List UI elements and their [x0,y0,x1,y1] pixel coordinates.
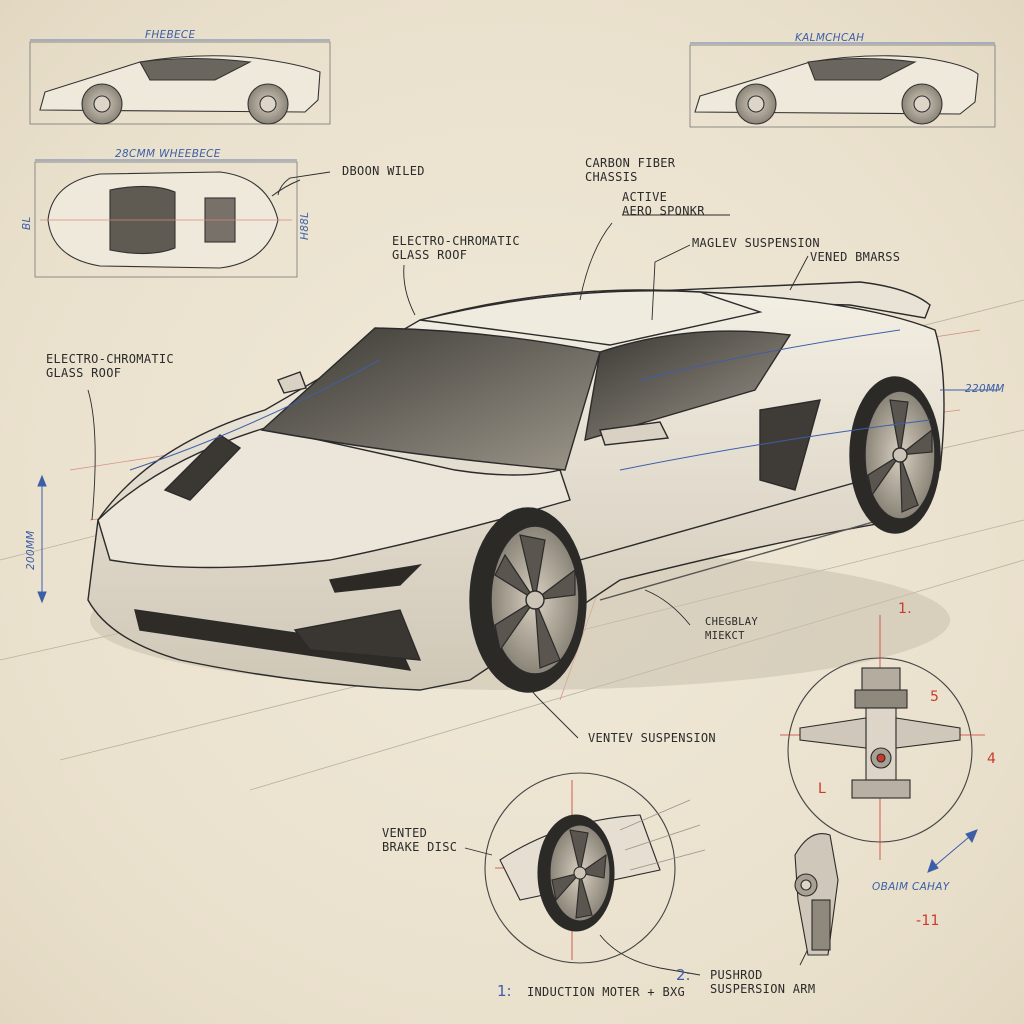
roof-upper-line1: ELECTRO-CHROMATIC [392,234,520,248]
roof-left-line1: ELECTRO-CHROMATIC [46,352,174,366]
rear-wheel-spokes [867,399,933,513]
height-dimension-label: 200MM [25,530,37,570]
pushrod-line1: PUSHROD [710,968,763,982]
detail-pushrod-arm [794,833,839,956]
marker-n1: 1: [497,982,512,1000]
vented-brake-callout: VENTED BRAKE DISC [382,826,457,854]
detail-marker-11: -11 [916,913,940,929]
side-view-right [689,42,996,128]
detail-marker-5: 5 [930,689,940,705]
detail-marker-4: 4 [987,751,997,767]
active-aero-line2: AERO SPONKR [622,204,705,218]
pushrod-line2: SUSPERSION ARM [710,982,816,996]
marker-n2: 2: [676,966,691,984]
top-view-side-a: BL [21,216,33,230]
vented-suspension-callout: VENTEV SUSPENSION [588,731,716,745]
active-aero-callout: ACTIVE AERO SPONKR [622,190,705,218]
vented-rear-callout: VENED BMARSS [810,250,901,264]
side-view-left-label: FHEBECE [145,29,196,41]
roof-upper-line2: GLASS ROOF [392,248,468,262]
roof-upper-callout: ELECTRO-CHROMATIC GLASS ROOF [392,234,520,262]
detail-suspension-upright [780,615,985,860]
active-aero-line1: ACTIVE [622,190,668,204]
maglev-callout: MAGLEV SUSPENSION [692,236,820,250]
leader-lines [87,171,811,976]
roof-left-line2: GLASS ROOF [46,366,122,380]
carbon-fiber-line1: CARBON FIBER [585,156,676,170]
rear-dimension-label: 220MM [965,383,1005,395]
detail-marker-1: 1. [898,601,912,617]
dimension-arrows [37,389,1000,873]
top-view [34,159,301,278]
induction-motor-callout: INDUCTION MOTER + BXG [527,985,686,999]
detail-wheel [484,772,706,964]
top-view-wheelbase-label: 28CMM WHEEBECE [115,148,221,160]
side-view-left [29,39,331,125]
main-car-perspective [87,281,950,693]
chegbay-line1: CHEGBLAY [705,616,758,628]
chegbay-line2: MIEKCT [705,630,745,642]
detail-marker-l: L [818,781,827,797]
pushrod-callout: PUSHROD SUSPERSION ARM [710,968,815,996]
vented-brake-line2: BRAKE DISC [382,840,458,854]
carbon-fiber-line2: CHASSIS [585,170,638,184]
front-wheel-spokes [494,534,576,669]
chegbay-callout: CHEGBLAY MIEKCT [705,615,758,643]
top-view-side-b: H88L [299,211,311,240]
top-view-note: DBOON WILED [342,164,425,178]
detail-arm-dimension-label: OBAIM CAHAY [872,881,950,893]
side-view-right-label: KALMCHCAH [795,32,865,44]
roof-left-callout: ELECTRO-CHROMATIC GLASS ROOF [46,352,174,380]
carbon-fiber-callout: CARBON FIBER CHASSIS [585,156,675,184]
vented-brake-line1: VENTED [382,826,428,840]
